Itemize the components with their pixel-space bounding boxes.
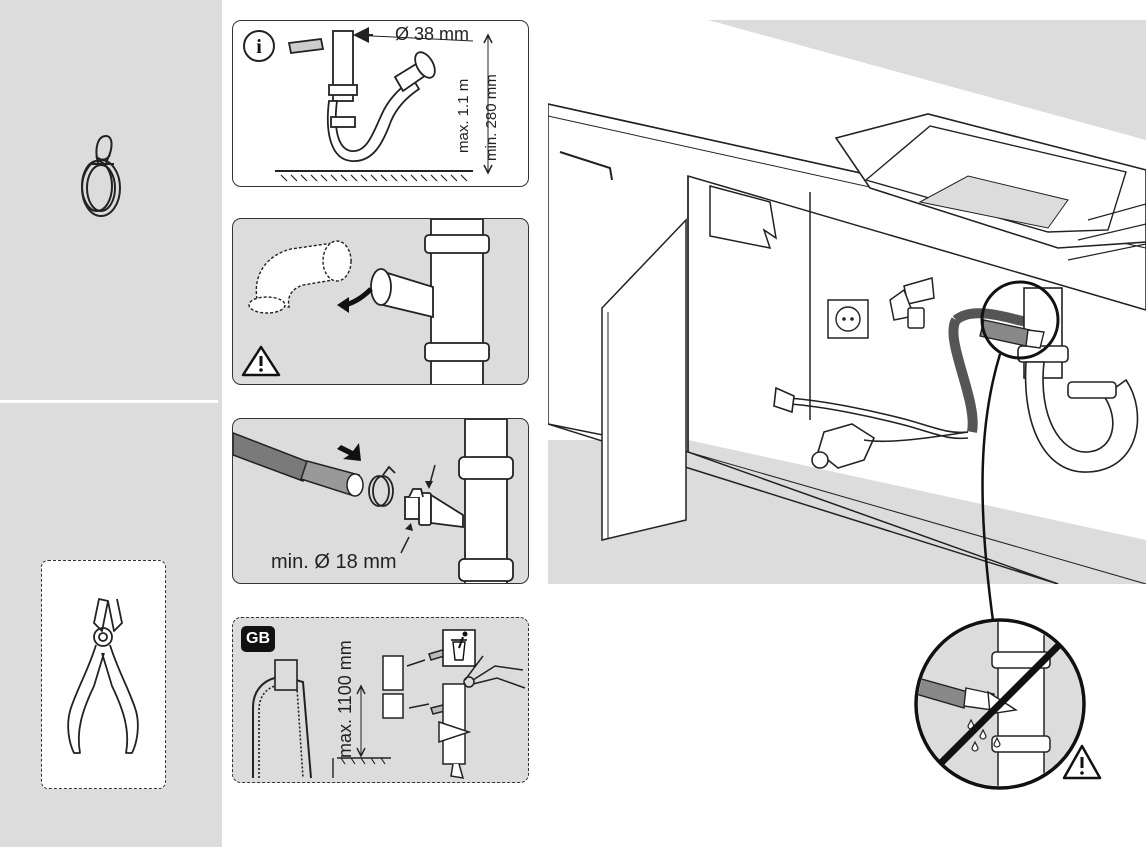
drain-hose	[233, 432, 364, 497]
arrow-icon	[337, 443, 361, 461]
diameter-label: Ø 38 mm	[395, 24, 470, 44]
hose-panel: min. Ø 18 mm	[232, 418, 529, 584]
magnify-circle	[980, 280, 1060, 360]
gb-badge: GB	[241, 626, 275, 652]
hose-clamp	[368, 465, 396, 507]
drain-pipe	[370, 219, 490, 384]
water-tap	[889, 277, 935, 329]
kitchen-cabinet	[548, 103, 1146, 584]
hose-holder-drawing	[252, 659, 334, 779]
max-height-label: max. 1.1 m	[455, 78, 472, 153]
siphon-drawing	[287, 30, 436, 162]
hose-holder-parts	[382, 647, 472, 779]
drawer-handle	[559, 151, 613, 181]
kitchen-scene	[548, 20, 1146, 790]
vent-hose-drawing	[248, 240, 352, 314]
drain-hose	[979, 319, 1045, 349]
max-height-label-gb: max. 1100 mm	[335, 640, 355, 758]
wall-background	[708, 20, 1146, 140]
warning-triangle-icon	[241, 345, 281, 377]
tool-box	[41, 560, 166, 789]
warning-triangle-icon	[1062, 744, 1102, 780]
min-diameter-label: min. Ø 18 mm	[271, 551, 397, 573]
drain-pipe	[404, 419, 514, 583]
min-height-label: min. 280 mm	[483, 74, 500, 161]
gb-panel: GB	[232, 617, 529, 783]
hose-clamp-icon	[81, 134, 121, 217]
info-panel: i Ø 38 mm max. 1.1 m min. 280 mm	[232, 20, 529, 187]
dispose-bin-icon	[442, 629, 476, 667]
appliance-power-cable	[773, 386, 969, 469]
magnified-connection-no-leak	[914, 618, 1086, 790]
sidebar	[0, 0, 222, 847]
power-socket	[827, 299, 869, 339]
info-icon: i	[243, 30, 275, 62]
pliers-cutting	[463, 655, 526, 689]
sidebar-divider	[0, 400, 218, 403]
svg-text:i: i	[256, 36, 262, 58]
warning-panel	[232, 218, 529, 385]
cabinet-door	[601, 218, 687, 541]
side-cutter-pliers-icon	[67, 598, 139, 754]
